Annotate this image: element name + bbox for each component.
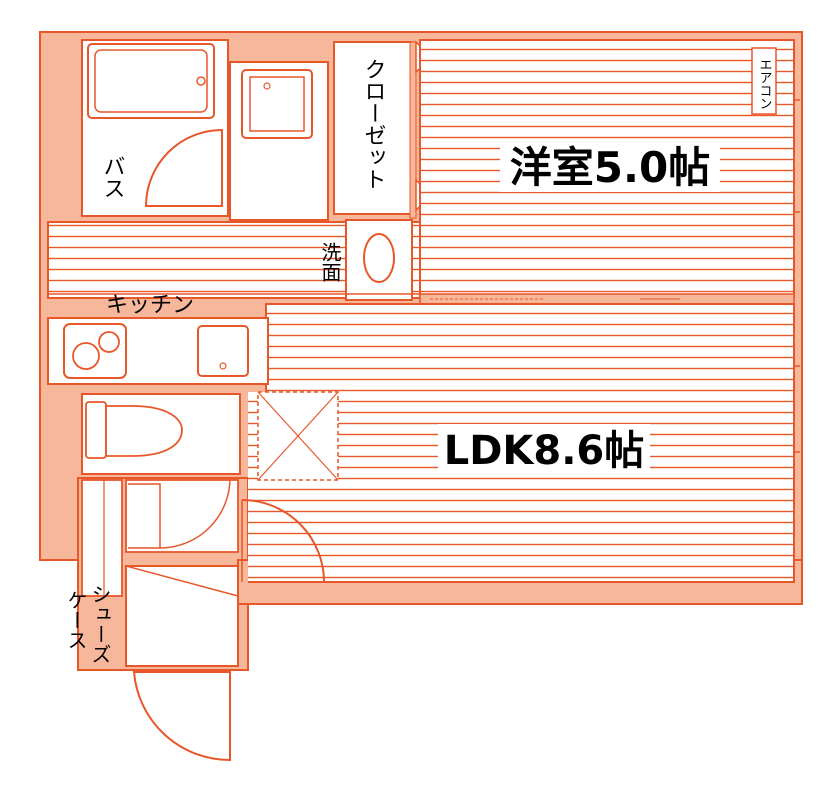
kitchen-label: キッチン <box>106 293 194 318</box>
entrance <box>81 477 325 762</box>
stove-burner-icon <box>72 342 100 370</box>
ldk-room-label: LDK8.6帖 <box>444 428 645 474</box>
western-room-label: 洋室5.0帖 <box>510 143 710 192</box>
closet-label: クローゼット <box>361 58 386 190</box>
kitchen-counter <box>47 317 269 385</box>
washbasin <box>363 233 395 283</box>
bath-room <box>81 39 229 217</box>
corridor <box>47 219 421 301</box>
stove-burner-icon <box>98 331 120 353</box>
shoe-case-label-2: ケース <box>64 590 88 650</box>
bath-label: バス <box>100 155 125 199</box>
sink-icon <box>197 325 249 377</box>
aircon-label: エアコン <box>757 58 772 110</box>
toilet-room <box>81 393 241 475</box>
ldk-door-swing <box>241 499 325 583</box>
shoe-case-label-1: シューズ <box>88 584 112 664</box>
laundry-area <box>229 61 329 221</box>
sliding-door <box>419 293 795 305</box>
bath-door-swing <box>144 128 223 207</box>
toilet-icon <box>105 405 183 457</box>
washroom-label: 洗面 <box>318 242 342 282</box>
entrance-door-swing <box>132 671 231 762</box>
